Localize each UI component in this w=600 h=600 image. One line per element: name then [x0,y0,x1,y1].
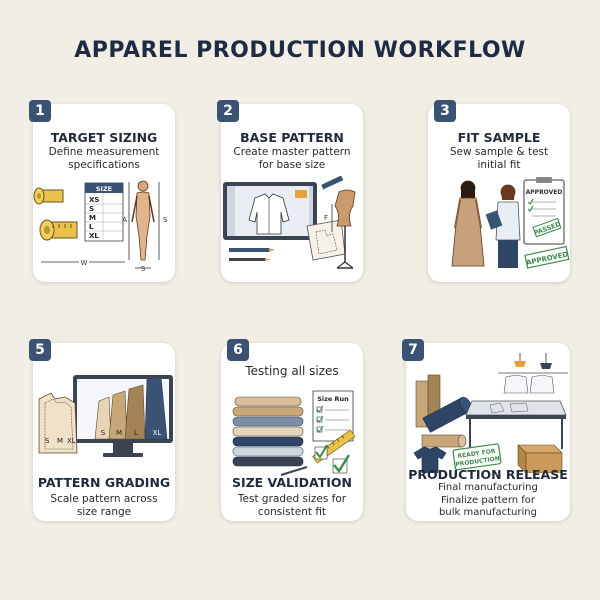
step-card-production-release: 7 [402,339,570,521]
grade-size-label: S [45,437,50,445]
checkmark-icon [314,444,351,474]
grade-size-label: XL [153,429,162,437]
size-validation-illustration: Size Run [232,390,356,476]
grade-size-label: XL [67,437,76,445]
step-title: FIT SAMPLE [457,130,541,145]
sizing-illustration: SIZE XS S M L XL W A S S [33,180,168,273]
cutting-table-icon [465,400,567,449]
page-title: APPAREL PRODUCTION WORKFLOW [74,38,526,63]
step-description-line: Test graded sizes for [237,493,347,505]
grade-size-label: L [134,429,138,437]
approved-stamp: APPROVED [524,245,570,269]
dimension-label: F [324,214,328,222]
pendant-lamp-icon [514,353,552,369]
step-description-line: Final manufacturing [438,482,538,493]
grade-size-label: M [116,429,122,437]
checklist-title: Size Run [317,395,349,403]
nested-pattern-paper: S M XL [38,392,78,454]
step-description: Test graded sizes for consistent fit [221,493,363,519]
step-title: PATTERN GRADING [37,475,171,490]
step-description-line: for base size [258,159,326,171]
step-description-line: specifications [68,159,140,171]
pattern-grading-illustration: S M L XL S M XL [38,375,173,457]
grade-size-label: S [101,429,106,437]
base-pattern-illustration: F [223,176,356,269]
tailor-figure-icon [485,184,521,268]
size-chart: SIZE XS S M L XL [84,182,124,242]
graded-pattern-pieces: S M L XL [94,376,168,440]
step-description-line: bulk manufacturing [439,507,537,518]
step-description-line: size range [76,506,132,518]
step-number-badge: 7 [402,339,424,361]
step-card-base-pattern: 2 BASE PATTERN Create master pattern for… [217,100,363,282]
step-title: PRODUCTION RELEASE [408,467,568,482]
step-description: Final manufacturing Finalize pattern for… [406,482,570,520]
step-description-line: consistent fit [257,506,327,518]
approved-label: APPROVED [526,189,563,196]
folded-garments-stack-icon [232,396,304,467]
step-heading: Testing all sizes [245,364,339,378]
size-chart-cell: M [89,214,96,222]
dimension-label: W [81,259,88,267]
step-description-line: Finalize pattern for [440,494,536,506]
step-description: Scale pattern across size range [33,493,175,519]
hanging-shirts-icon [498,372,568,394]
step-number-badge: 1 [29,100,51,122]
grade-size-label: M [57,437,63,445]
t-shirt-icon [413,446,447,473]
dimension-label: S [163,216,168,224]
step-description: Sew sample & test initial fit [428,146,570,172]
monitor-icon [223,182,317,240]
shipping-box-icon [517,444,563,473]
size-chart-cell: XS [89,196,99,204]
ready-for-production-tag: READY FOR PRODUCTION [452,443,502,471]
step-description-line: Create master pattern [233,146,351,158]
step-description: Define measurement specifications [33,146,175,172]
size-chart-cell: S [89,205,94,213]
size-chart-cell: L [89,223,94,231]
step-card-pattern-grading: 5 S M L XL S M XL PATTERN GRADING [29,339,175,521]
body-figure-icon [131,180,155,261]
step-card-fit-sample: 3 FIT SAMPLE Sew sample & test initial f… [428,100,570,282]
fit-sample-illustration: APPROVED PASSED APPROVED [451,177,570,269]
step-description-line: initial fit [477,159,521,171]
dimension-label: S [141,265,146,273]
model-figure-icon [451,180,485,267]
dimension-label: A [122,216,127,224]
step-title: SIZE VALIDATION [231,475,353,490]
size-chart-header: SIZE [96,185,112,193]
step-title: BASE PATTERN [240,130,344,145]
clipboard-icon: APPROVED PASSED [523,177,565,245]
step-title: TARGET SIZING [50,130,158,145]
dress-form-icon: F [324,189,356,269]
fabric-rolls-icon [415,374,472,448]
step-number-badge: 6 [227,339,249,361]
step-number-badge: 3 [434,100,456,122]
production-release-illustration: READY FOR PRODUCTION [413,353,568,473]
step-description-line: Define measurement [48,146,160,158]
step-description-line: Scale pattern across [50,493,158,505]
step-description-line: Sew sample & test [449,146,549,158]
step-card-size-validation: 6 Testing all sizes Size Run [221,339,363,521]
measuring-tape-icon [33,187,78,241]
step-number-badge: 5 [29,339,51,361]
step-number-badge: 2 [217,100,239,122]
size-chart-cell: XL [89,232,99,240]
step-description: Create master pattern for base size [221,146,363,172]
step-card-target-sizing: 1 TARGET SIZING Define measurement speci… [29,100,175,282]
